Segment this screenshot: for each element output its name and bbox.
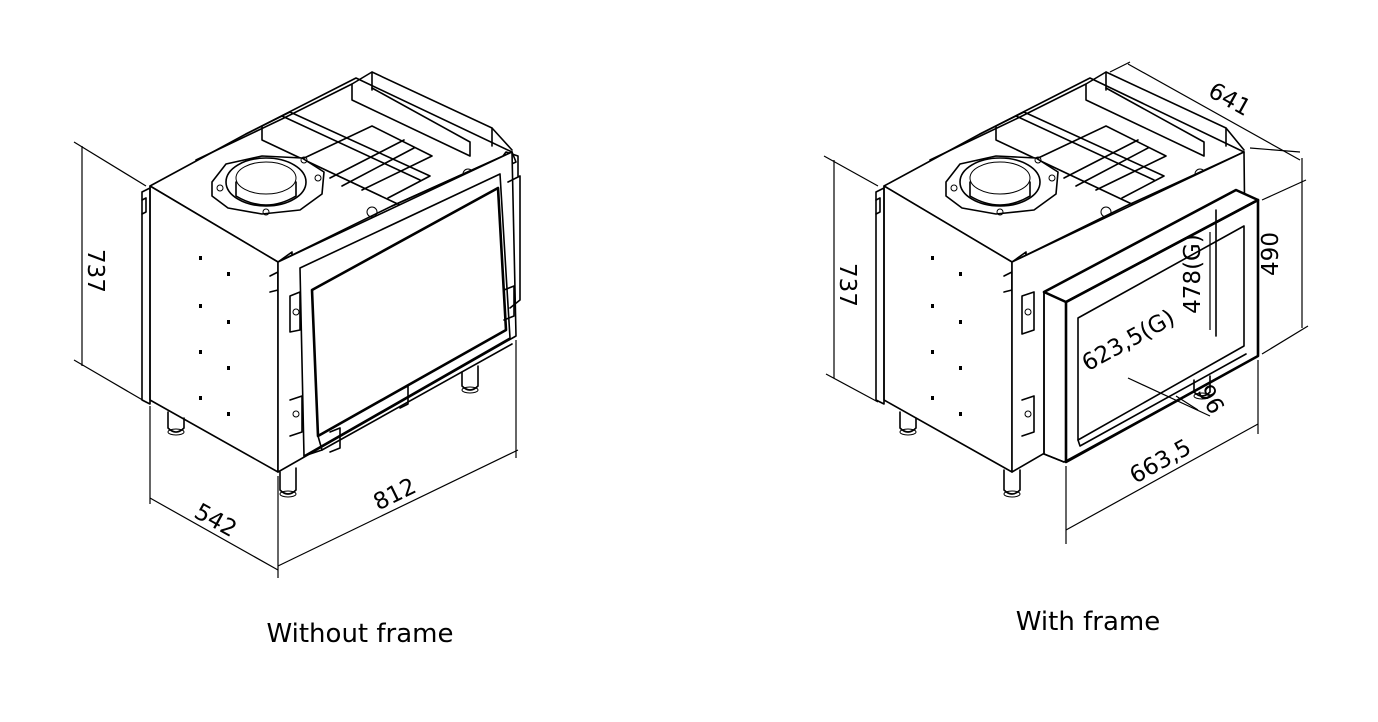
legs bbox=[899, 375, 1211, 498]
dimension-height: 737 bbox=[823, 155, 879, 403]
dimension-height: 737 bbox=[73, 141, 147, 403]
dim-depth-label: 542 bbox=[190, 499, 241, 543]
front-frame bbox=[1042, 188, 1260, 464]
dim-height-label: 737 bbox=[834, 263, 860, 307]
legs bbox=[167, 365, 479, 498]
front-door bbox=[277, 151, 521, 473]
flue-collar bbox=[211, 155, 325, 216]
caption-with-frame: With frame bbox=[1016, 607, 1160, 637]
dim-glass-height-label: 478(G) bbox=[1180, 234, 1206, 314]
dim-frame-height-label: 490 bbox=[1258, 232, 1284, 276]
flue-collar bbox=[945, 155, 1059, 216]
dimension-frame-height: 490 bbox=[1258, 158, 1309, 355]
caption-without-frame: Without frame bbox=[267, 619, 454, 649]
fireplace-with-frame: 737 641 490 478(G) 623,5(G) 96 bbox=[823, 61, 1309, 637]
dimension-glass-height: 478(G) bbox=[1180, 232, 1211, 330]
dim-depth-label: 641 bbox=[1204, 78, 1255, 122]
dim-height-label: 737 bbox=[82, 249, 108, 293]
side-panel bbox=[875, 185, 1027, 473]
dim-frame-width-label: 663,5 bbox=[1126, 435, 1196, 490]
fireplace-without-frame: 737 542 812 Without frame bbox=[73, 71, 521, 649]
top-structure bbox=[883, 71, 1245, 263]
